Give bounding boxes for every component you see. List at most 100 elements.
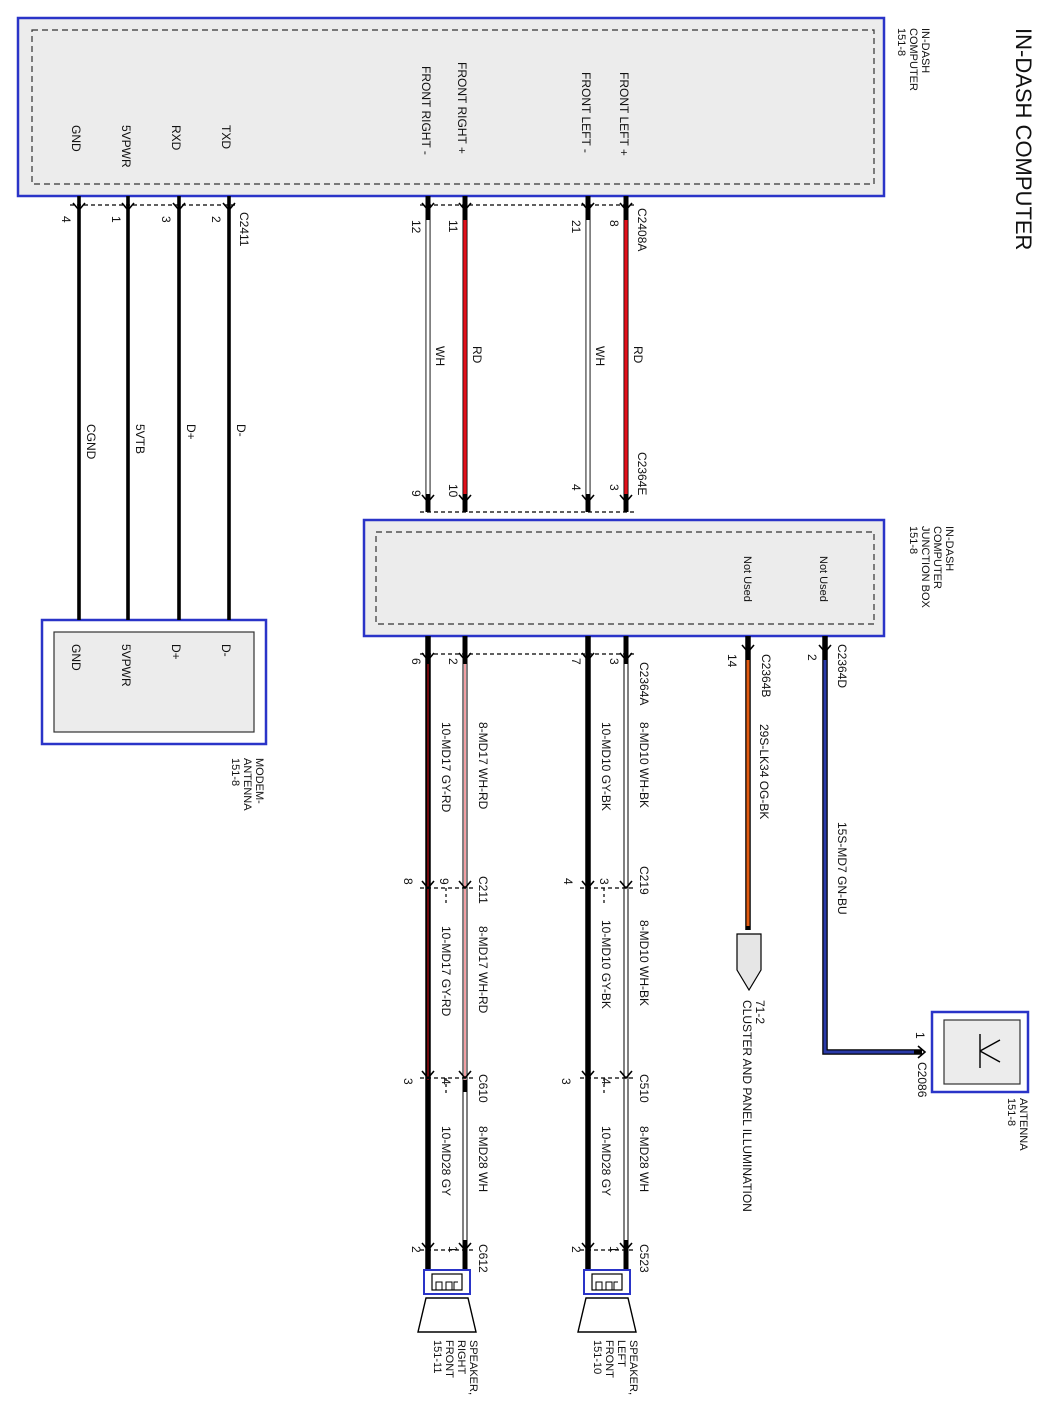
wire-label-md17-wh-2: 8-MD17 WH-RD xyxy=(476,926,490,1014)
c2086-pin-1: 1 xyxy=(913,1032,927,1039)
pin-front-left-pos: FRONT LEFT + xyxy=(617,72,631,156)
spk-rf-label-1: SPEAKER, xyxy=(467,1340,479,1395)
c2364e-pin-3: 3 xyxy=(607,484,621,491)
wire-label-md17-gy: 10-MD17 GY-RD xyxy=(439,722,453,813)
wire-label-md10-wh-2: 8-MD10 WH-BK xyxy=(637,920,651,1006)
pin-front-right-pos: FRONT RIGHT + xyxy=(455,62,469,154)
pin-gnd: GND xyxy=(69,125,83,152)
c2364a-pin-6: 6 xyxy=(409,658,423,665)
wire-label-md10-wh: 8-MD10 WH-BK xyxy=(637,722,651,808)
wire-label-5vtb: 5VTB xyxy=(133,424,147,454)
connector-c510: C510 xyxy=(637,1074,651,1103)
wire-label-md17-wh: 8-MD17 WH-RD xyxy=(476,722,490,810)
jbox-label-2: COMPUTER xyxy=(931,526,943,589)
c2411-pin-1: 1 xyxy=(109,216,123,223)
c2411-pin-3: 3 xyxy=(159,216,173,223)
c523-pin-1: 1 xyxy=(607,1246,621,1253)
modem-pin-5vpwr: 5VPWR xyxy=(119,644,133,687)
connector-c2364e: C2364E xyxy=(635,452,649,495)
speaker-right-front-icon xyxy=(417,1269,477,1333)
connector-c2411: C2411 xyxy=(237,212,251,247)
wire-label-md28-gy-2: 10-MD28 GY xyxy=(439,1126,453,1196)
spk-lf-label-2: LEFT xyxy=(615,1340,627,1367)
c610-pin-3: 3 xyxy=(401,1078,415,1085)
wire-label-dminus: D- xyxy=(234,424,248,437)
c219-pin-4: 4 xyxy=(561,878,575,885)
c2364e-pin-4: 4 xyxy=(569,484,583,491)
antenna-label-2: 151-8 xyxy=(1005,1098,1017,1126)
c2408a-pin-12: 12 xyxy=(409,220,423,234)
c2364e-pin-9: 9 xyxy=(409,490,423,497)
c2411-pin-4: 4 xyxy=(59,216,73,223)
spk-rf-label-3: FRONT xyxy=(443,1340,455,1378)
idc-label-2: COMPUTER xyxy=(907,28,919,91)
modem-antenna-box xyxy=(40,618,268,746)
spk-lf-label-1: SPEAKER, xyxy=(627,1340,639,1395)
modem-label-3: 151-8 xyxy=(229,758,241,786)
pin-5vpwr: 5VPWR xyxy=(119,125,133,168)
wire-label-dplus: D+ xyxy=(184,424,198,440)
wire-label-rd-2: RD xyxy=(470,346,484,364)
c2411-pin-2: 2 xyxy=(209,216,223,223)
wire-label-wh-1: WH xyxy=(593,346,607,366)
c2364a-pin-3: 3 xyxy=(607,658,621,665)
connector-c523: C523 xyxy=(637,1244,651,1273)
wire-label-md28-wh-2: 8-MD28 WH xyxy=(476,1126,490,1192)
c2408a-pin-8: 8 xyxy=(607,220,621,227)
c523-pin-2: 2 xyxy=(569,1246,583,1253)
page-title: IN-DASH COMPUTER xyxy=(1011,28,1036,250)
spk-rf-label-4: 151-11 xyxy=(431,1340,443,1373)
jbox-label-1: IN-DASH xyxy=(943,526,955,571)
c2364a-pin-2: 2 xyxy=(446,658,460,665)
c2364d-pin-2: 2 xyxy=(805,654,819,661)
wire-label-md10-gy-2: 10-MD10 GY-BK xyxy=(599,920,613,1009)
modem-label-2: ANTENNA xyxy=(241,758,253,811)
connector-c2408a: C2408A xyxy=(635,208,649,251)
jbox-not-used-1: Not Used xyxy=(817,556,829,602)
c612-pin-2: 2 xyxy=(409,1246,423,1253)
spk-rf-label-2: RIGHT xyxy=(455,1340,467,1375)
pin-front-right-neg: FRONT RIGHT - xyxy=(419,66,433,155)
antenna-label-1: ANTENNA xyxy=(1017,1098,1029,1151)
connector-c610: C610 xyxy=(476,1074,490,1103)
wire-label-md10-gy: 10-MD10 GY-BK xyxy=(599,722,613,811)
wire-label-md28-wh: 8-MD28 WH xyxy=(637,1126,651,1192)
jbox-label-4: 151-8 xyxy=(907,526,919,554)
connector-c2364a: C2364A xyxy=(637,662,651,705)
connector-c612: C612 xyxy=(476,1244,490,1273)
cluster-pointer xyxy=(736,933,762,992)
spk-lf-label-4: 151-10 xyxy=(591,1340,603,1374)
pin-txd: TXD xyxy=(219,125,233,149)
c2364a-pin-7: 7 xyxy=(569,658,583,665)
c211-pin-9: 9 xyxy=(437,878,451,885)
cluster-label-1: 71-2 xyxy=(753,1000,767,1024)
jbox-label-3: JUNCTION BOX xyxy=(919,526,931,609)
c510-pin-4: 4 xyxy=(599,1078,613,1085)
spk-lf-label-3: FRONT xyxy=(603,1340,615,1378)
c2408a-pin-21: 21 xyxy=(569,220,583,234)
wire-label-md17-gy-2: 10-MD17 GY-RD xyxy=(439,926,453,1017)
idc-label-3: 151-8 xyxy=(895,28,907,56)
modem-label-1: MODEM- xyxy=(253,758,265,804)
modem-pin-dplus: D+ xyxy=(169,644,183,660)
c610-pin-4: 4 xyxy=(439,1078,453,1085)
modem-pin-dminus: D- xyxy=(219,644,233,657)
wire-label-rd-1: RD xyxy=(631,346,645,364)
connector-c219: C219 xyxy=(637,866,651,895)
connector-c2364b: C2364B xyxy=(759,654,773,697)
speaker-left-front-icon xyxy=(577,1269,637,1333)
connector-c211: C211 xyxy=(476,876,490,904)
c510-pin-3: 3 xyxy=(559,1078,573,1085)
modem-pin-gnd: GND xyxy=(69,644,83,671)
wire-label-cgnd: CGND xyxy=(84,424,98,460)
connector-c2086: C2086 xyxy=(915,1062,929,1098)
c2364b-pin-14: 14 xyxy=(725,654,739,668)
c219-pin-3: 3 xyxy=(597,878,611,885)
wire-label-lk34: 29S-LK34 OG-BK xyxy=(757,724,771,819)
c2408a-pin-11: 11 xyxy=(446,220,460,233)
wire-label-md28-gy: 10-MD28 GY xyxy=(599,1126,613,1196)
cluster-label-2: CLUSTER AND PANEL ILLUMINATION xyxy=(740,1000,754,1212)
c211-pin-8: 8 xyxy=(401,878,415,885)
